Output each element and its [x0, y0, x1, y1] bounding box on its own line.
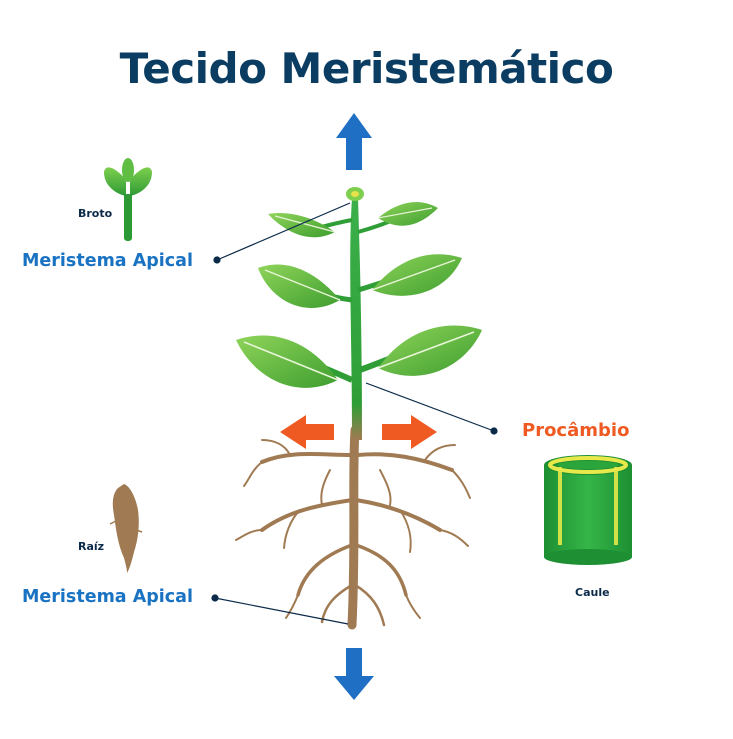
arrow-down-icon — [334, 648, 374, 700]
arrow-up-icon — [336, 113, 372, 170]
stem-tube-icon — [544, 455, 632, 565]
label-procambio: Procâmbio — [522, 420, 630, 441]
label-caule: Caule — [575, 586, 610, 599]
label-meristema-apical-bottom: Meristema Apical — [22, 587, 193, 607]
leader-lines — [211, 202, 498, 625]
page-title: Tecido Meristemático — [119, 44, 614, 93]
sprout-icon — [104, 158, 152, 241]
arrow-right-icon — [382, 415, 437, 449]
arrow-left-icon — [280, 415, 334, 449]
plant-leaves — [236, 202, 482, 388]
plant-roots — [235, 425, 471, 630]
label-broto: Broto — [78, 207, 113, 220]
root-icon — [109, 484, 143, 573]
label-raiz: Raíz — [78, 540, 105, 553]
label-meristema-apical-top: Meristema Apical — [22, 251, 193, 271]
